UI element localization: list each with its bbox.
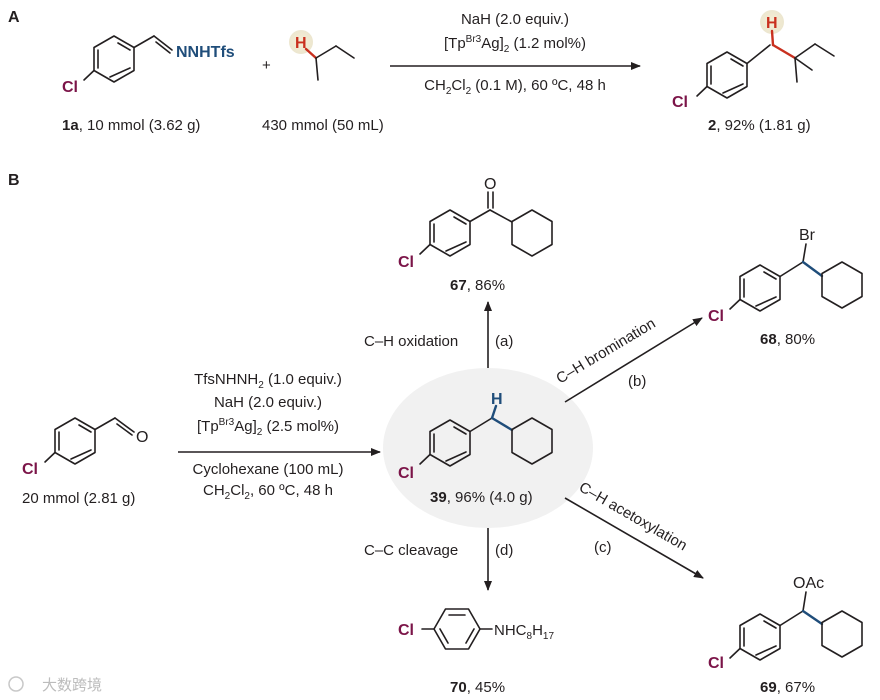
ketone-o-label: O [484,176,496,193]
product-70-structure: Cl NHC8H17 [398,608,554,650]
amine-group-label: NHC8H17 [494,622,554,642]
oxidation-label: C–H oxidation [364,333,458,350]
azine-group-label: NNHTfs [176,44,235,61]
product-69-chloro: Cl [708,655,724,672]
cleavage-label: C–C cleavage [364,542,458,559]
product-70-chloro: Cl [398,622,414,639]
product-70-caption: 70, 45% [450,679,505,696]
section-label-b: B [8,172,20,189]
conditions-b-line5: CH2Cl2, 60 ºC, 48 h [203,482,333,502]
watermark: 大数跨境 [8,676,102,694]
aldehyde-o-label: O [136,429,148,446]
product-69-structure: OAc Cl [708,575,863,672]
watermark-logo-icon [8,676,24,692]
product-h-label: H [766,15,778,32]
cleavage-tag: (d) [495,542,513,559]
conditions-a-line3: CH2Cl2 (0.1 M), 60 ºC, 48 h [424,77,606,97]
product-2-structure: H Cl [672,10,835,111]
center-chloro-label: Cl [398,465,414,482]
center-highlight [383,368,593,528]
product-2-chloro: Cl [672,94,688,111]
compound-39-structure: H Cl [398,391,553,482]
start-caption: 20 mmol (2.81 g) [22,490,135,507]
acetoxy-label: OAc [793,575,824,592]
product-67-caption: 67, 86% [450,277,505,294]
conditions-b-line2: NaH (2.0 equiv.) [214,394,322,411]
product-68-structure: Br Cl [708,227,863,325]
product-67-structure: O Cl [398,176,553,271]
start-chloro-label: Cl [22,461,38,478]
bromination-tag: (b) [628,373,646,390]
acetoxylation-tag: (c) [594,539,612,556]
section-label-a: A [8,9,20,26]
product-2-caption: 2, 92% (1.81 g) [708,117,811,134]
plus-sign: + [262,57,271,74]
alkane-caption: 430 mmol (50 mL) [262,117,384,134]
product-67-chloro: Cl [398,254,414,271]
conditions-a-line1: NaH (2.0 equiv.) [461,11,569,28]
product-68-caption: 68, 80% [760,331,815,348]
compound-39-caption: 39, 96% (4.0 g) [430,489,533,506]
watermark-text: 大数跨境 [42,676,102,694]
conditions-b-line3: [TpBr3Ag]2 (2.5 mol%) [197,417,339,438]
chloro-label: Cl [62,79,78,96]
center-h-label: H [491,391,503,408]
start-aldehyde-structure: O Cl [22,417,148,478]
conditions-b-line1: TfsNHNH2 (1.0 equiv.) [194,371,342,391]
reagent-1a-structure: NNHTfs Cl [62,35,235,96]
bromo-label: Br [799,227,816,244]
product-69-caption: 69, 67% [760,679,815,696]
arrow-acetoxylation [564,497,704,579]
alkane-structure: H [289,30,355,81]
arrow-bromination [564,317,703,403]
product-68-chloro: Cl [708,308,724,325]
conditions-b-line4: Cyclohexane (100 mL) [193,461,344,478]
conditions-a-line2: [TpBr3Ag]2 (1.2 mol%) [444,34,586,55]
reagent-1a-caption: 1a, 10 mmol (3.62 g) [62,117,200,134]
reactive-h-label: H [295,35,307,52]
oxidation-tag: (a) [495,333,513,350]
